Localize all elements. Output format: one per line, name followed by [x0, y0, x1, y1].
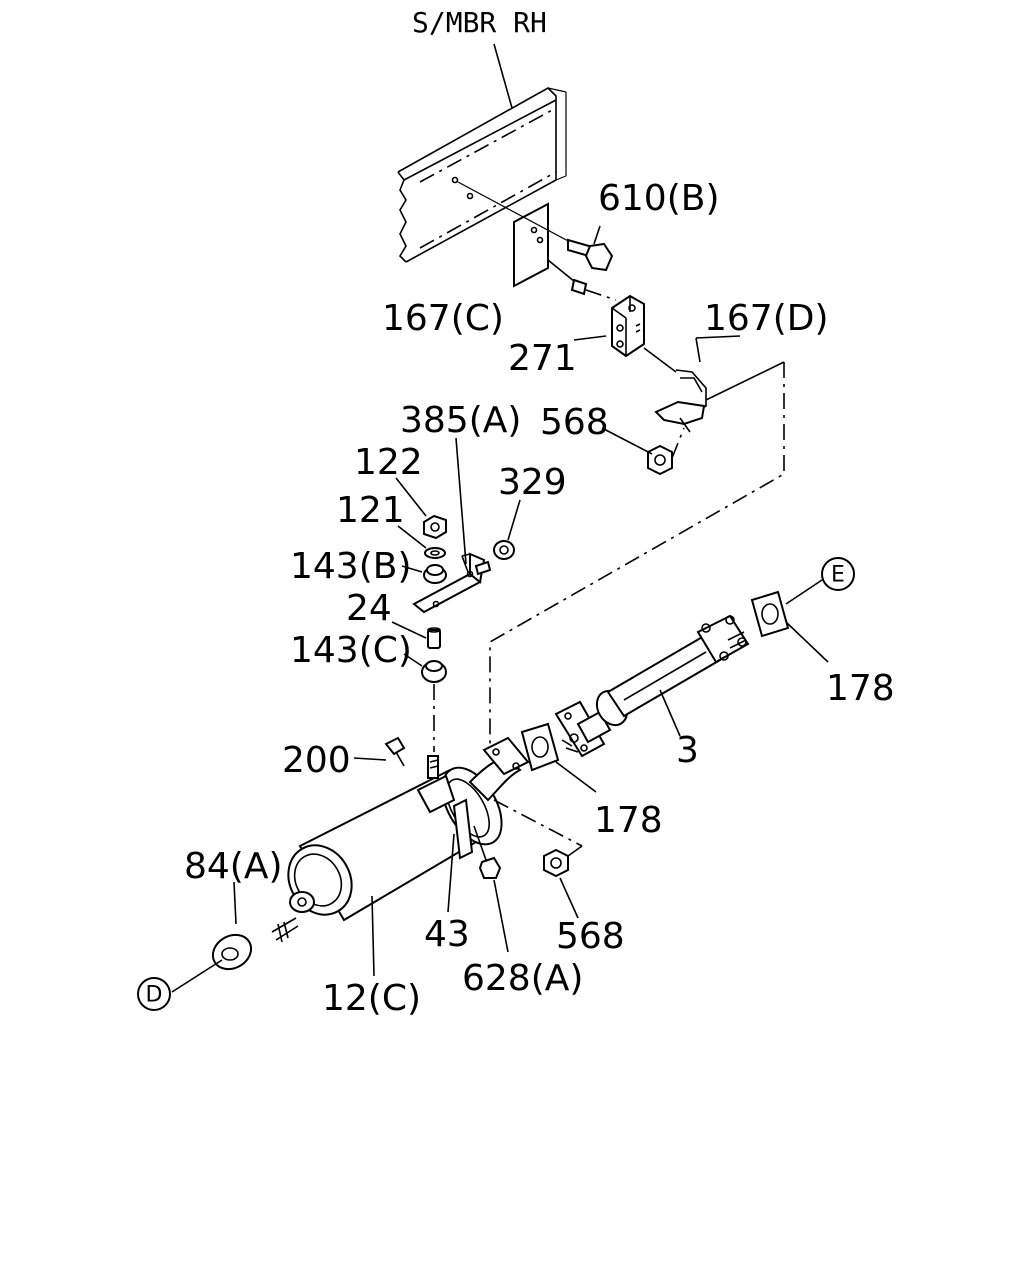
part-label-43: 43: [424, 914, 470, 955]
nut-568-bottom-drawing: [493, 799, 583, 919]
part-label-610b: 610(B): [598, 178, 720, 219]
nut-628a-drawing: [473, 825, 509, 953]
phantom-guide-line: [489, 362, 785, 746]
hanger-385a-drawing: [412, 437, 492, 614]
nut-568-top-drawing: [601, 427, 685, 476]
part-label-12c: 12(C): [322, 978, 421, 1019]
part-label-3: 3: [676, 730, 699, 771]
part-label-568-bottom: 568: [556, 916, 625, 957]
nut-122-drawing: [395, 477, 447, 540]
grommet-143b-drawing: [401, 564, 447, 584]
part-label-24: 24: [346, 588, 392, 629]
gasket-178-right-drawing: [750, 579, 829, 663]
side-member-label: S/MBR RH: [412, 6, 547, 39]
stud-167c-drawing: [547, 259, 617, 301]
part-label-84a: 84(A): [184, 846, 283, 887]
reference-marker-e[interactable]: E: [821, 557, 855, 591]
reference-marker-d-letter: D: [146, 983, 163, 1008]
clip-84a-drawing: [171, 881, 253, 993]
reference-marker-e-letter: E: [831, 563, 845, 588]
washer-121-drawing: [397, 525, 446, 559]
part-label-143b: 143(B): [290, 546, 412, 587]
part-label-385a: 385(A): [400, 400, 521, 441]
collar-329-drawing: [493, 499, 521, 560]
stud-tail-drawing: [271, 917, 299, 943]
pipe-3-drawing: [554, 614, 750, 758]
part-label-329: 329: [498, 462, 567, 503]
part-label-122: 122: [354, 442, 423, 483]
bracket-43-drawing: [416, 755, 474, 913]
part-label-628a: 628(A): [462, 958, 583, 999]
bracket-271-drawing: [573, 294, 645, 358]
part-label-271: 271: [508, 338, 577, 379]
grommet-143c-drawing: [403, 653, 447, 752]
bolt-610b-drawing: [567, 225, 614, 272]
part-label-178-right: 178: [826, 668, 895, 709]
bracket-167c-drawing: [457, 181, 601, 288]
bolt-200-drawing: [353, 736, 406, 767]
reference-marker-d[interactable]: D: [137, 977, 171, 1011]
part-label-143c: 143(C): [290, 630, 412, 671]
part-label-121: 121: [336, 490, 405, 531]
collar-24-drawing: [391, 621, 441, 649]
part-label-167d: 167(D): [704, 298, 829, 339]
part-label-568-top: 568: [540, 402, 609, 443]
part-label-167c: 167(C): [382, 298, 504, 339]
gasket-178-mid-drawing: [520, 722, 597, 793]
part-label-200: 200: [282, 740, 351, 781]
inlet-flange-drawing: [468, 736, 530, 802]
part-label-178-mid: 178: [594, 800, 663, 841]
hanger-167d-drawing: [643, 335, 785, 433]
